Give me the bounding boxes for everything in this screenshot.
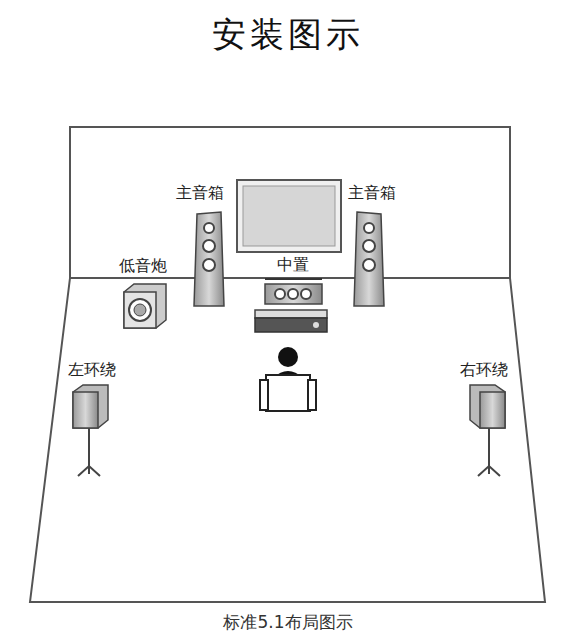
speaker-label: 主音箱 <box>176 183 224 202</box>
caption: 标准5.1布局图示 <box>223 612 352 632</box>
main-speaker-right <box>354 212 384 306</box>
main-speaker-left <box>194 212 224 306</box>
room-outline <box>30 127 545 602</box>
speaker-label: 中置 <box>277 255 309 274</box>
listener <box>260 347 316 411</box>
av-receiver <box>255 310 327 332</box>
surround-left <box>73 385 108 476</box>
surround-right <box>470 385 505 476</box>
title: 安装图示 <box>212 14 364 55</box>
center-speaker <box>265 279 322 304</box>
subwoofer <box>124 284 166 328</box>
speaker-label: 主音箱 <box>348 183 396 202</box>
speaker-label: 低音炮 <box>119 256 167 275</box>
speaker-label: 左环绕 <box>68 360 116 379</box>
speaker-label: 右环绕 <box>460 360 508 379</box>
tv <box>237 180 341 252</box>
